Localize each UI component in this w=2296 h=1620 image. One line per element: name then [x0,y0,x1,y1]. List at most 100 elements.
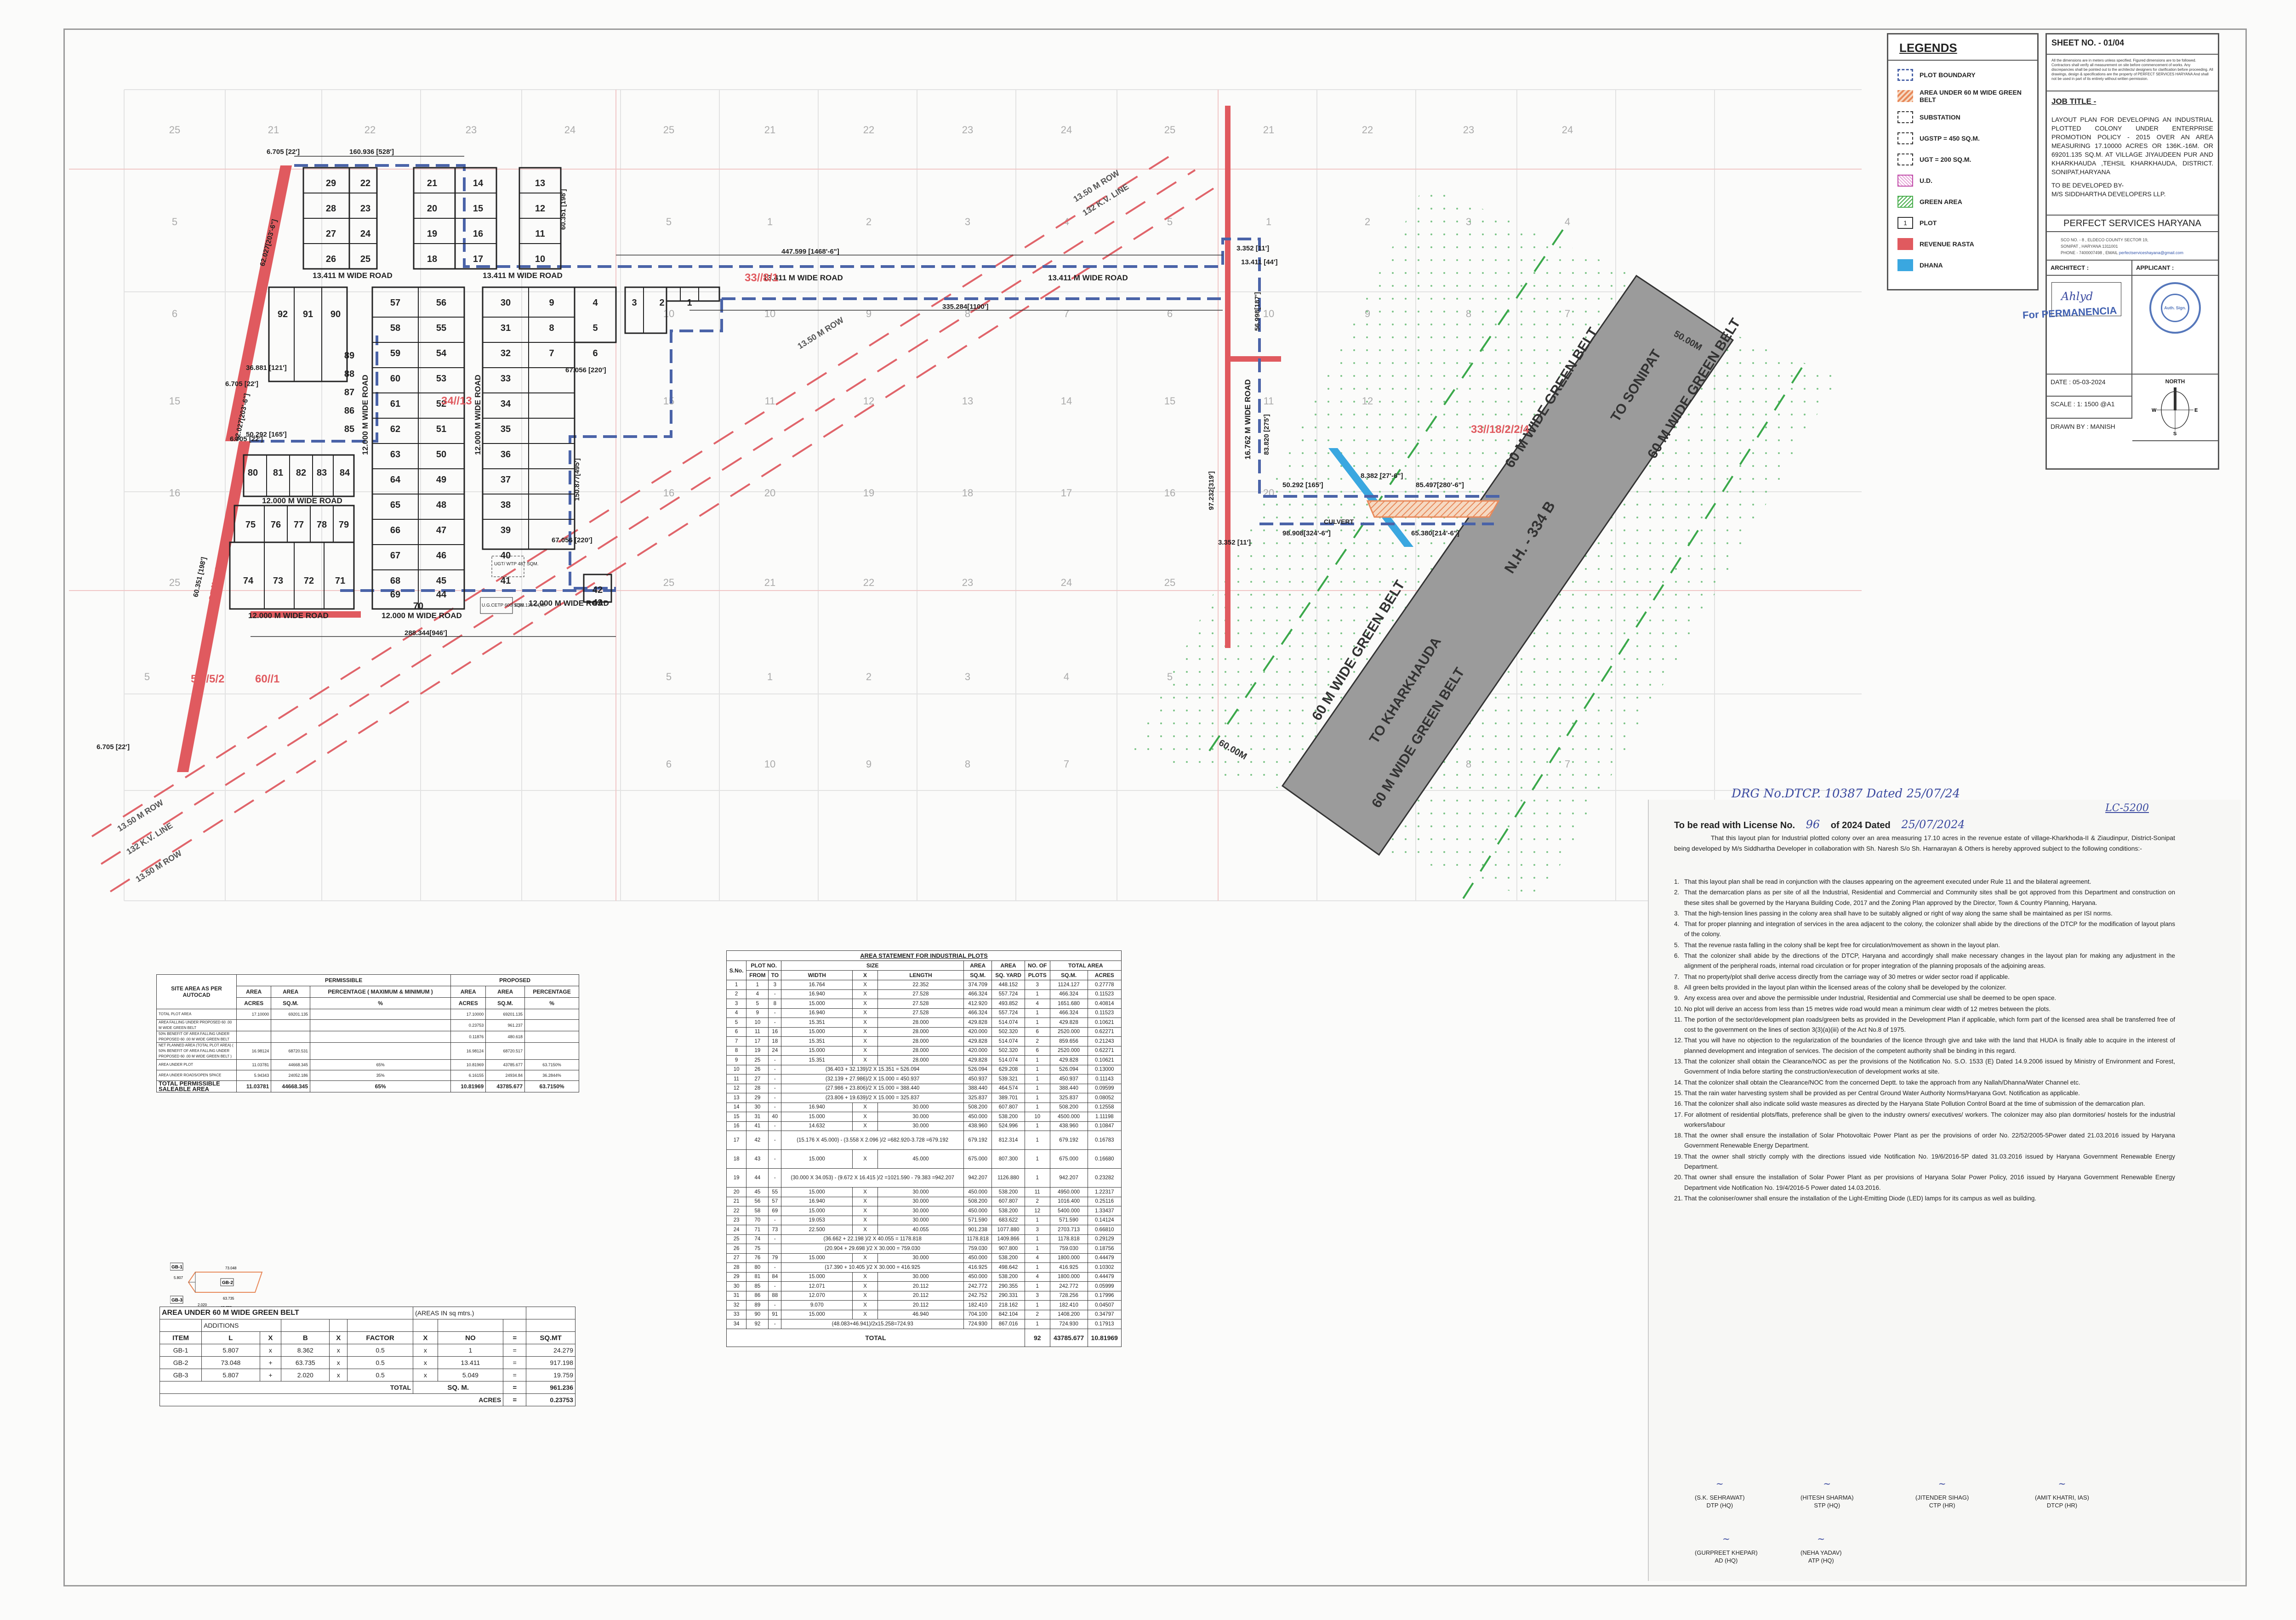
green-belt-sketch: GB-1 GB-2 GB-3 73.048 63.735 65.755 5.80… [170,1262,263,1310]
cell-t: 84 [768,1272,782,1282]
cell-yd: 502.320 [991,1027,1025,1037]
condition-text: Any excess area over and above the permi… [1684,995,2057,1002]
cell-sqm: 374.709 [963,980,992,990]
cell-n: 6 [1024,1046,1050,1056]
cell-w: 9.070 [781,1300,853,1310]
condition-item: 2.That the demarcation plans as per site… [1674,887,2175,908]
cell-x: X [852,1272,878,1282]
cell-yd: 514.074 [991,1055,1025,1065]
cell-r-sqm: 43785.677 [485,1059,525,1070]
gb-col-header: = [503,1331,527,1344]
total-unit: SQ. M. [413,1381,504,1394]
cell-ac: 0.14124 [1087,1215,1122,1225]
svg-text:4: 4 [1064,671,1069,682]
condition-number: 10. [1674,1005,1683,1012]
cell-x: X [852,1225,878,1235]
svg-text:71: 71 [335,576,345,586]
proposed-header: PROPOSED [450,974,579,986]
cell-formula: (36.403 + 32.139)/2 X 15.351 = 526.094 [781,1064,964,1074]
gb-col-header: L [201,1331,260,1344]
cell-t [768,1244,782,1254]
signature-icon: Ahlyd [2061,290,2093,303]
col-area: AREA [271,986,311,998]
total-p-sqm: 44668.345 [271,1080,311,1092]
gb-col-header: X [329,1331,348,1344]
cell-sqm: 450.000 [963,1272,992,1282]
col-acres: ACRES [1087,970,1122,980]
cell-sqm: 242.772 [963,1281,992,1291]
cell-t: 57 [768,1196,782,1206]
cell-w: 12.070 [781,1290,853,1301]
cell-yd: 514.074 [991,1017,1025,1028]
site-area-header: SITE AREA AS PER AUTOCAD [156,974,237,1009]
col-plots: PLOTS [1024,970,1050,980]
cell-l: 28.000 [877,1027,964,1037]
drg-number-handwritten: DRG No.DTCP. 10387 Dated 25/07/24 [1732,787,1960,801]
cell-f: 30 [746,1102,769,1112]
cell-f: 27 [746,1074,769,1084]
cell-f: 58 [746,1206,769,1216]
cell-tsqm: 4950.000 [1049,1187,1088,1197]
cell-n: 4 [1024,999,1050,1009]
condition-text: That this layout plan shall be read in c… [1684,878,2091,885]
cell-s: 31 [726,1290,747,1301]
svg-text:6.705 [22']: 6.705 [22'] [230,435,263,443]
cell-t: - [768,1102,782,1112]
condition-text: That no property/plot shall derive acces… [1684,973,2010,980]
svg-text:54: 54 [436,348,447,358]
cell-n: 4 [1024,1272,1050,1282]
legend-item-substation: SUBSTATION [1897,110,2037,124]
signatory-name: (NEHA YADAV) [1800,1549,1842,1556]
svg-text:12.000 M WIDE ROAD: 12.000 M WIDE ROAD [361,375,370,455]
cell-tsqm: 429.828 [1049,1017,1088,1028]
cell-yd: 290.355 [991,1281,1025,1291]
cell-x: X [852,1253,878,1263]
svg-text:2: 2 [659,298,664,308]
cell-x: X [852,1046,878,1056]
cell-r-acres: 16.98124 [450,1042,486,1060]
svg-text:34: 34 [501,399,511,409]
green-belt-west [1131,184,1636,804]
cell-w: 15.000 [781,1206,853,1216]
svg-text:43: 43 [593,598,603,608]
cell-s: 10 [726,1064,747,1074]
cell-n: 1 [1024,1168,1050,1188]
gb-cell-b: 63.735 [281,1356,330,1369]
svg-text:6.705 [22']: 6.705 [22'] [97,743,130,751]
road-labels: 13.411 M WIDE ROAD 13.411 M WIDE ROAD 13… [248,271,1252,620]
cell-f: 19 [746,1046,769,1056]
cell-s: 15 [726,1112,747,1122]
svg-text:24: 24 [1562,124,1573,136]
empty-cell [413,1319,438,1332]
condition-item: 3.That the high-tension lines passing in… [1674,909,2175,919]
svg-text:87: 87 [344,387,354,398]
cell-n: 1 [1024,1055,1050,1065]
cell-sqm: 416.925 [963,1262,992,1273]
svg-text:34//13: 34//13 [441,395,472,407]
gb-cell-factor: 0.5 [347,1369,414,1381]
stamp-inner-text: Auth. Sign. [2161,294,2189,322]
plot-box-icon: 1 [1897,217,1913,229]
cell-yd: 1126.880 [991,1168,1025,1188]
gb-cell-op2: x [329,1344,348,1357]
gb-col-header: ITEM [159,1331,202,1344]
cell-w: 15.351 [781,1017,853,1028]
condition-number: 7. [1674,973,1680,980]
col-area: AREA [991,961,1025,971]
svg-text:18: 18 [962,487,973,499]
svg-text:16: 16 [663,487,674,499]
svg-text:12: 12 [535,204,545,214]
svg-text:15: 15 [1164,395,1175,407]
svg-text:25: 25 [360,254,370,264]
email-link[interactable]: perfectserviceshayana@gmail.com [2119,250,2183,255]
svg-text:35: 35 [501,424,511,434]
cell-l: 27.528 [877,1008,964,1018]
svg-text:6.705 [22']: 6.705 [22'] [225,380,258,388]
cell-yd: 498.642 [991,1262,1025,1273]
